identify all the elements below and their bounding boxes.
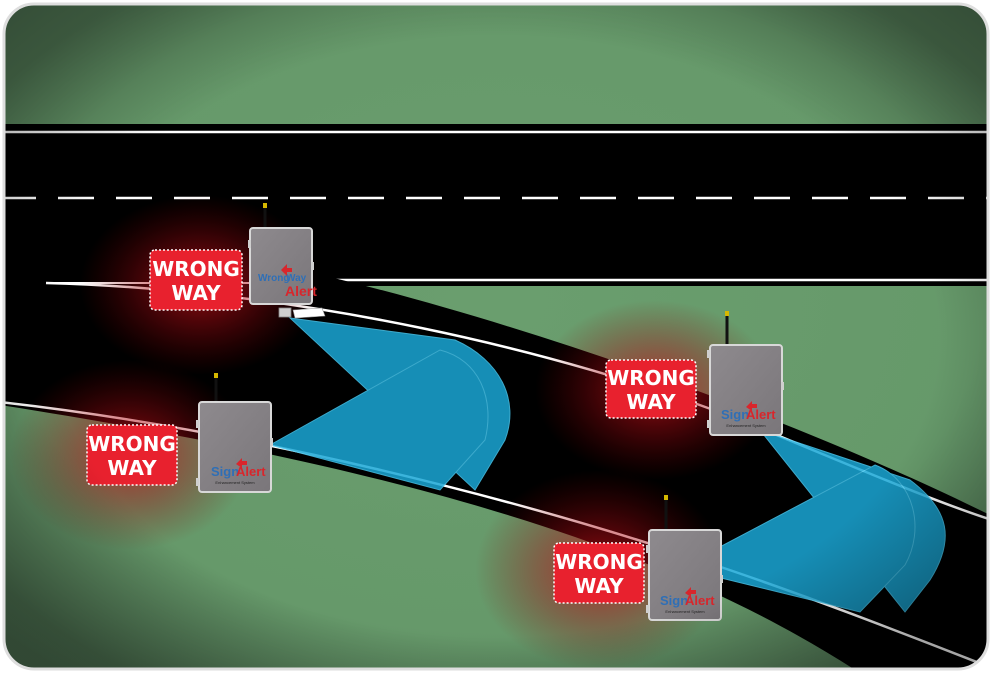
device-subtitle: Enhancement System bbox=[726, 423, 766, 428]
wrong-way-sign-3: WRONG WAY bbox=[605, 359, 697, 419]
device-subtitle: Enhancement System bbox=[215, 480, 255, 485]
sign-line2: WAY bbox=[171, 281, 221, 305]
device-subtitle: Enhancement System bbox=[665, 609, 705, 614]
sign-line2: WAY bbox=[574, 574, 624, 598]
wrong-way-sign-2: WRONG WAY bbox=[86, 424, 178, 486]
device-brand-a: Sign bbox=[721, 407, 749, 422]
sign-line2: WAY bbox=[107, 456, 157, 480]
wrong-way-sign-1: WRONG WAY bbox=[149, 249, 243, 311]
sign-line2: WAY bbox=[626, 390, 676, 414]
wrong-way-sign-4: WRONG WAY bbox=[553, 542, 645, 604]
device-brand-b: Alert bbox=[285, 283, 317, 299]
sign-line1: WRONG bbox=[152, 257, 240, 281]
device-brand-a: Sign bbox=[211, 464, 239, 479]
sign-line1: WRONG bbox=[607, 366, 695, 390]
sign-line1: WRONG bbox=[88, 432, 176, 456]
device-brand-a: Sign bbox=[660, 593, 688, 608]
sign-line1: WRONG bbox=[555, 550, 643, 574]
